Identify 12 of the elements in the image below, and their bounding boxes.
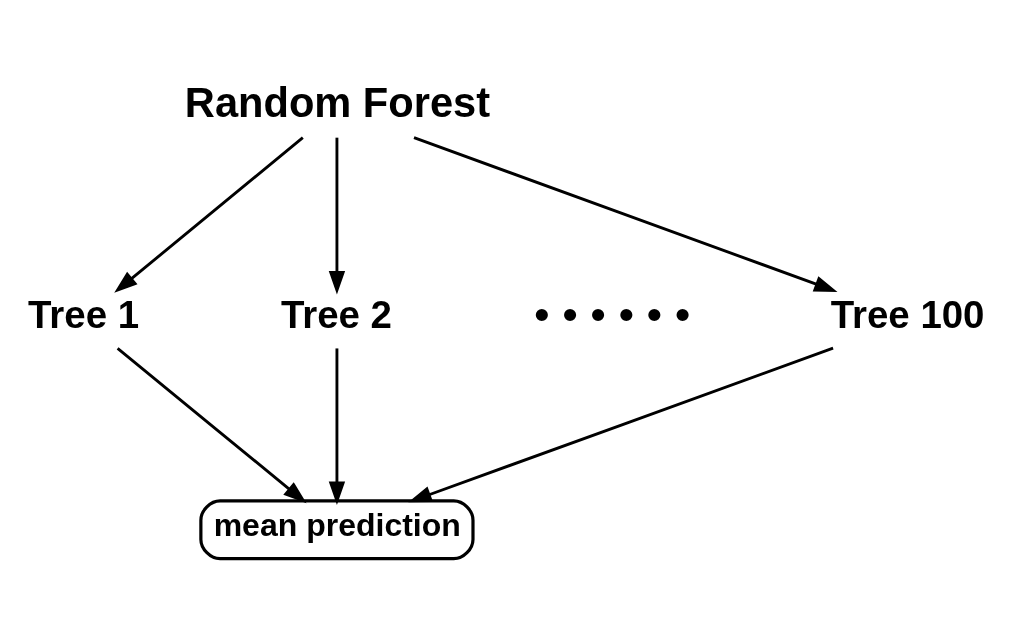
arrow <box>116 347 307 504</box>
node-text: Tree 2 <box>280 292 392 336</box>
arrow <box>114 136 304 293</box>
arrow <box>413 136 838 292</box>
node-text: Tree 100 <box>830 292 985 336</box>
node-box: mean prediction <box>199 499 475 561</box>
arrow <box>328 137 346 295</box>
node-text: Tree 1 <box>28 292 140 336</box>
arrow <box>328 348 346 505</box>
node-text: Random Forest <box>184 78 491 126</box>
arrow <box>408 346 834 503</box>
label: • • • • • • <box>534 289 691 340</box>
